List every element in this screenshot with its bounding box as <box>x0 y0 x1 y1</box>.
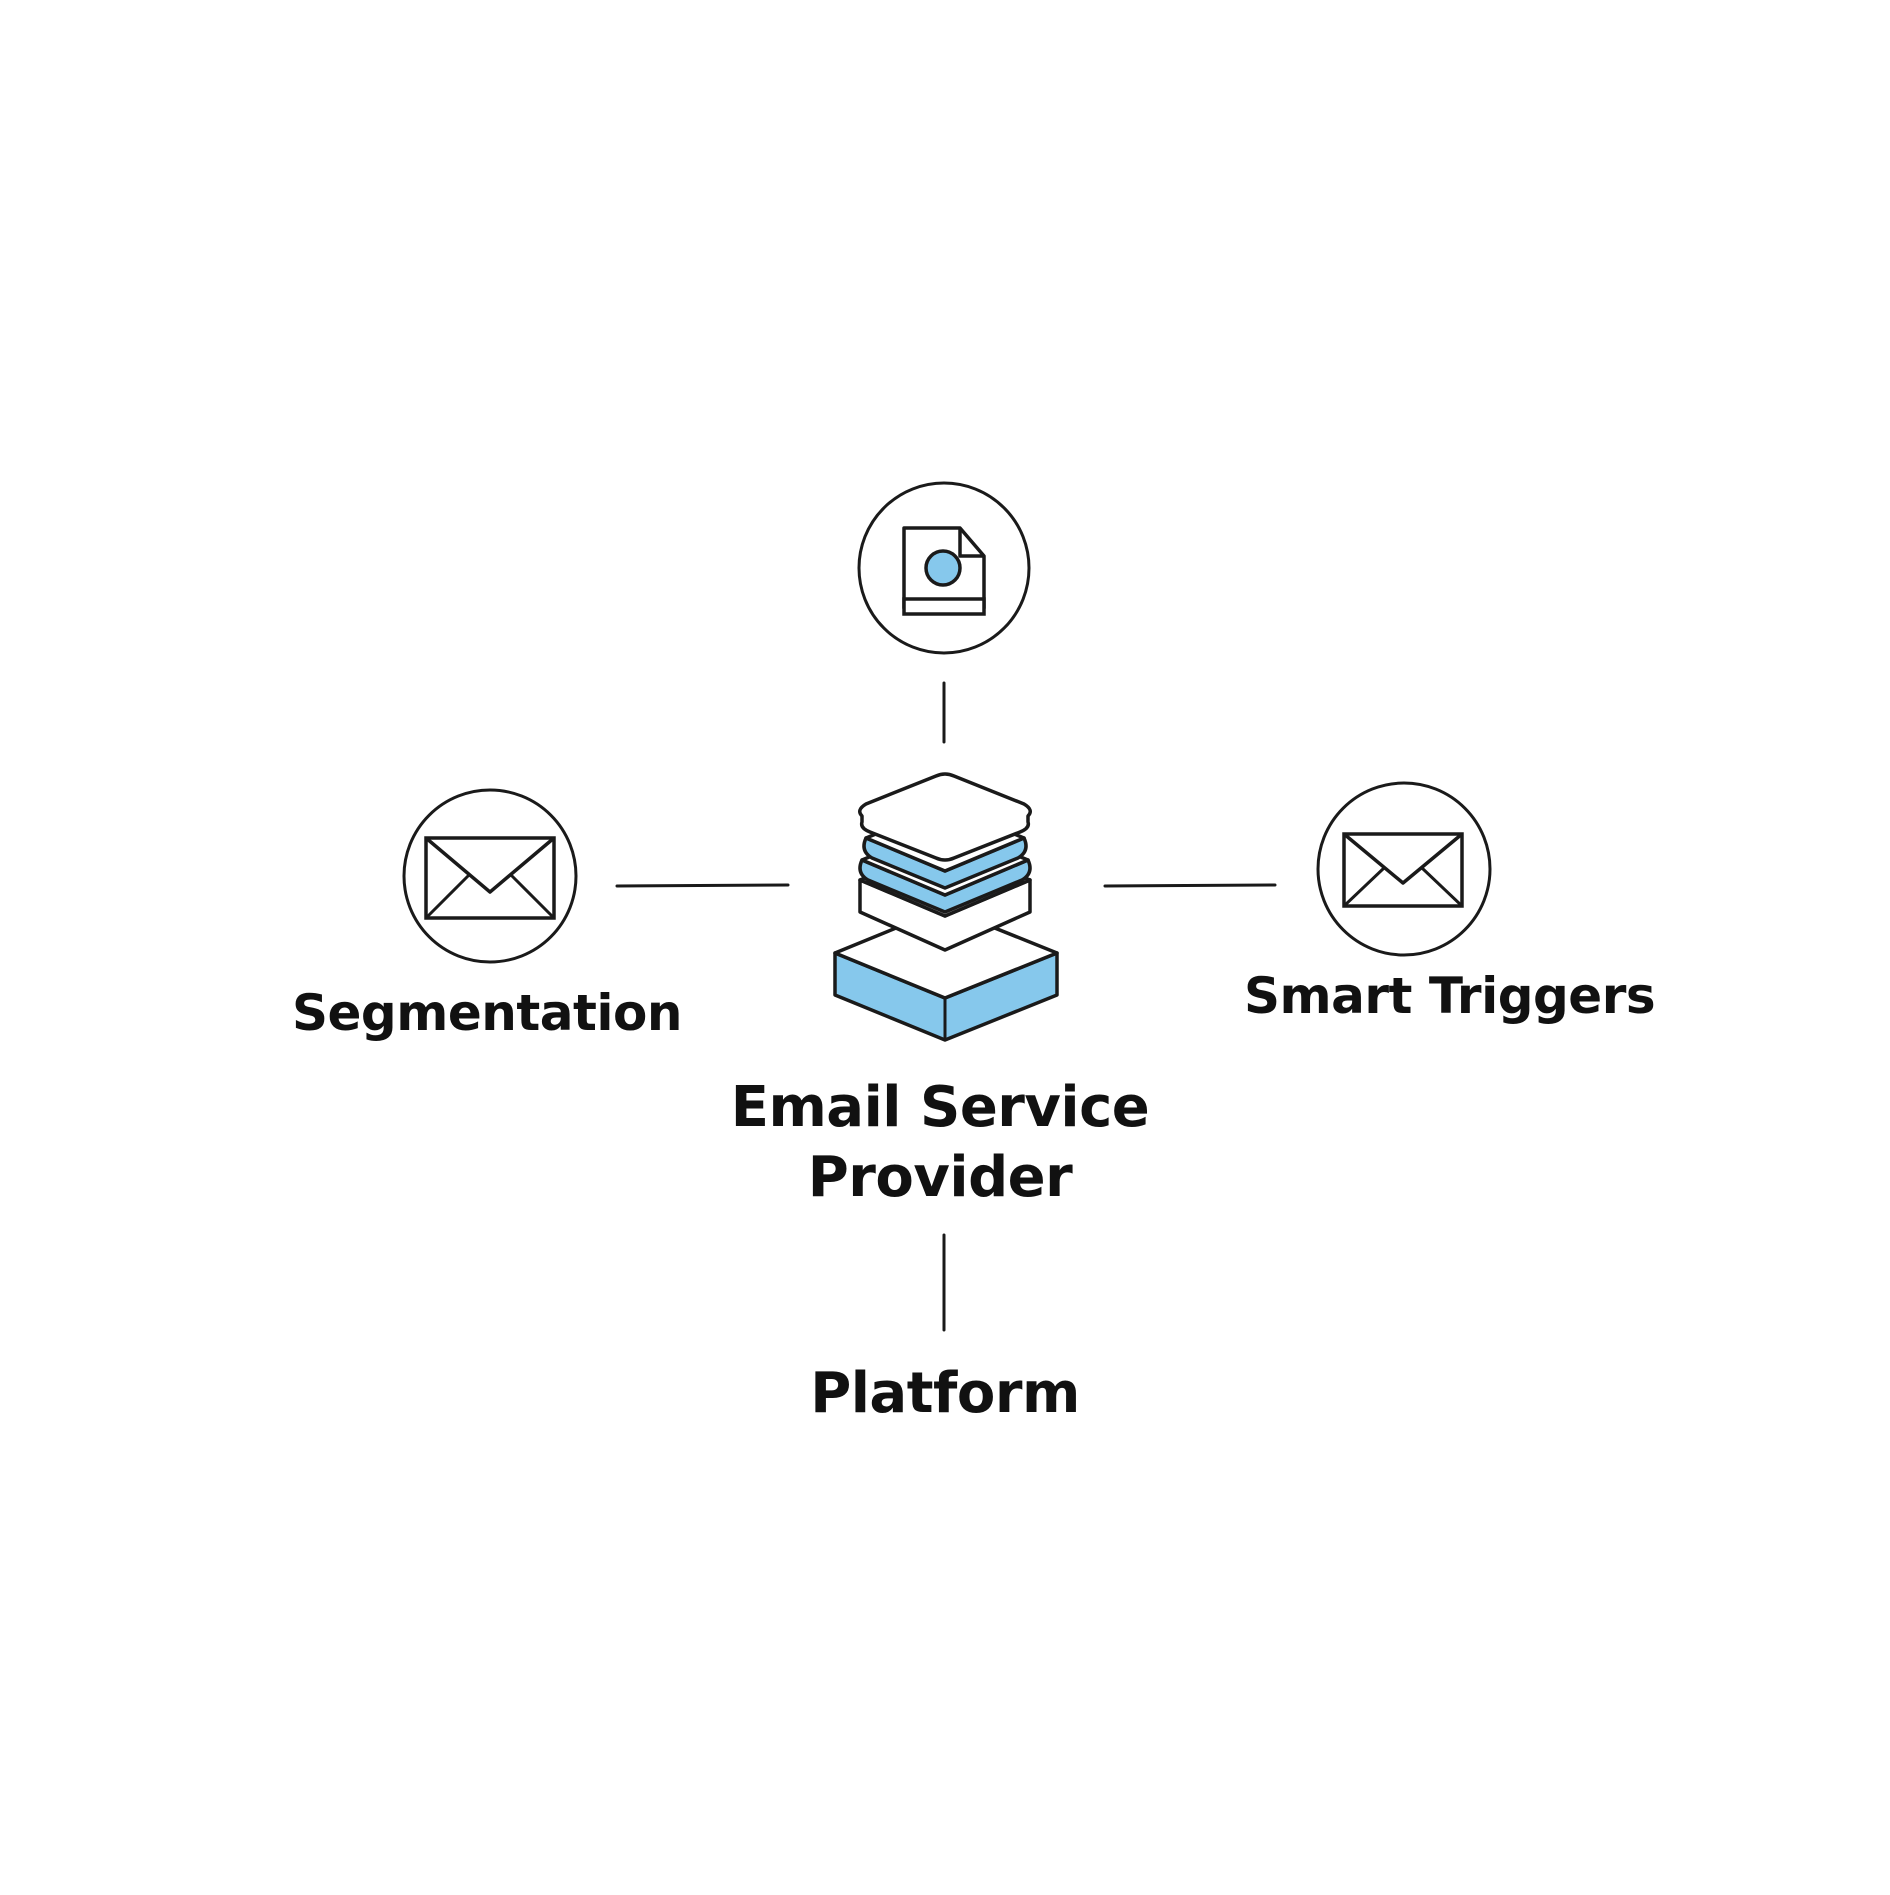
connector-right <box>1103 883 1277 888</box>
node-right <box>1316 781 1492 957</box>
layer-top <box>858 772 1032 862</box>
segmentation-label: Segmentation <box>292 984 682 1042</box>
platform-label: Platform <box>810 1361 1080 1426</box>
envelope-icon <box>424 836 556 920</box>
smart-triggers-label: Smart Triggers <box>1244 967 1656 1025</box>
node-left <box>402 788 578 964</box>
center-label: Email Service Provider <box>645 1073 1235 1213</box>
envelope-icon <box>1342 832 1464 908</box>
node-top <box>857 481 1031 655</box>
center-label-line1: Email Service <box>730 1075 1150 1140</box>
connector-left <box>615 883 790 888</box>
document-icon <box>902 526 986 616</box>
layer-base <box>833 906 1059 1042</box>
center-label-line2: Provider <box>807 1145 1073 1210</box>
stacked-layers-icon <box>833 772 1059 1042</box>
